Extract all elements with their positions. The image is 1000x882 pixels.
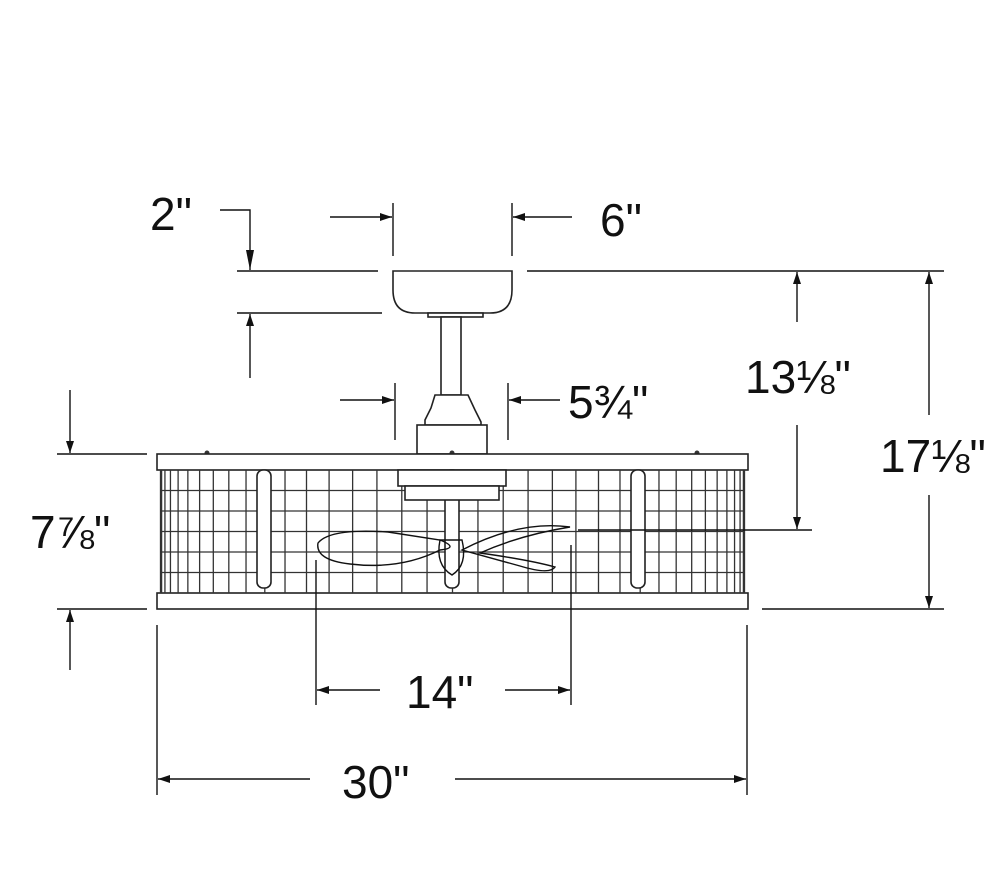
dimension-lines [57, 203, 944, 795]
fan-drawing [156, 270, 749, 610]
canopy-width-label: 6" [600, 194, 642, 246]
cage-height-label: 7⅞" [30, 506, 110, 558]
blade-span-label: 14" [406, 666, 474, 718]
ceiling-to-blade-label: 13⅛" [745, 351, 851, 403]
overall-width-label: 30" [342, 756, 410, 808]
canopy-height-label: 2" [150, 188, 192, 240]
motor-width-label: 5¾" [568, 376, 648, 428]
overall-height-label: 17⅛" [880, 430, 986, 482]
fan-blades [317, 524, 571, 576]
light-bulbs [256, 469, 646, 589]
motor-collar [424, 394, 482, 426]
cage-top-band [156, 453, 749, 471]
downrod [440, 316, 462, 396]
cage-bottom-band [156, 592, 749, 610]
motor-housing [416, 424, 488, 455]
canopy [392, 270, 513, 314]
